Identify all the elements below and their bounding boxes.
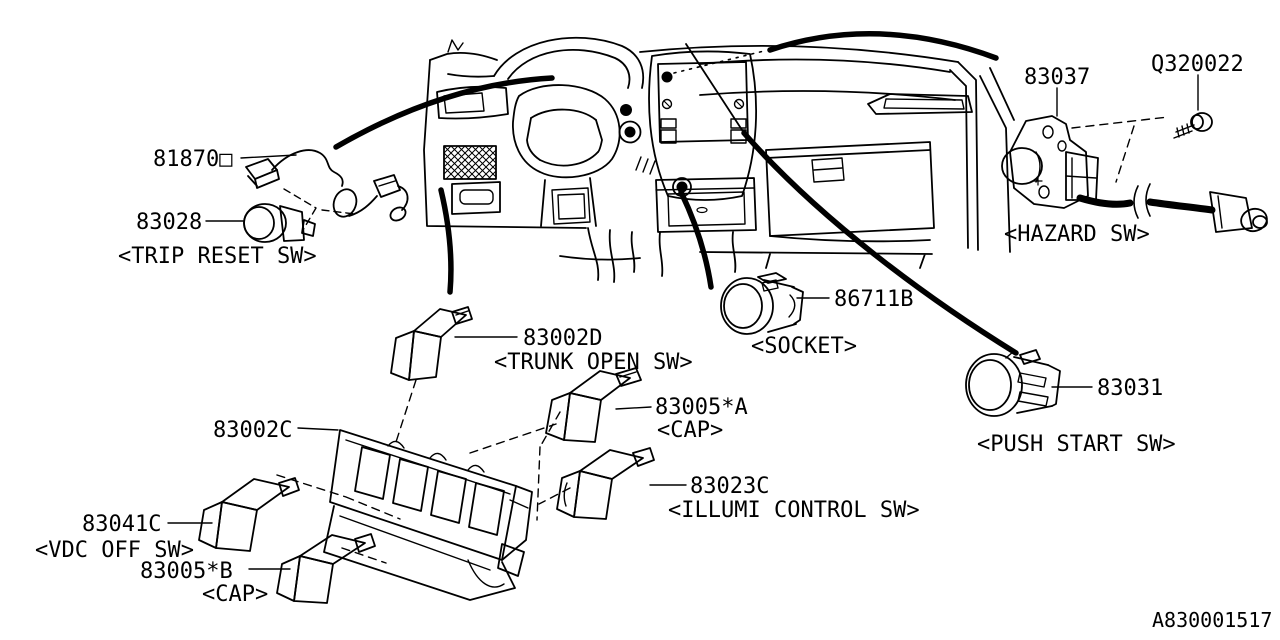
hazard-switch-drawing [1001, 74, 1268, 233]
vdc-off-switch-drawing [167, 477, 300, 552]
cap-a-drawing [545, 367, 652, 443]
trip-reset-switch-drawing [205, 203, 316, 243]
label-hazard-screw-code: Q320022 [1151, 52, 1244, 77]
label-trunk-open-name: <TRUNK OPEN SW> [494, 350, 693, 375]
screw-drawing [1173, 112, 1213, 139]
label-push-start-code: 83031 [1097, 376, 1163, 401]
label-trip-reset-code: 83028 [136, 210, 202, 235]
label-cap-a-code: 83005*A [655, 395, 748, 420]
switch-panel-drawing [297, 427, 533, 601]
push-start-switch-drawing [965, 349, 1093, 417]
dashboard-drawing [423, 36, 1015, 283]
label-socket-name: <SOCKET> [751, 334, 857, 359]
label-illumi-name: <ILLUMI CONTROL SW> [668, 498, 920, 523]
cap-b-drawing [248, 533, 376, 604]
label-hazard-name: <HAZARD SW> [1004, 222, 1150, 247]
label-vdc-off-code: 83041C [82, 512, 161, 537]
socket-drawing [720, 272, 830, 335]
labels: 81870□ 83028 <TRIP RESET SW> 83037 Q3200… [35, 52, 1272, 632]
label-hazard-code: 83037 [1024, 65, 1090, 90]
label-harness-code: 81870□ [153, 147, 233, 172]
label-cap-b-name: <CAP> [202, 582, 268, 607]
label-panel-code: 83002C [213, 418, 292, 443]
illumi-control-switch-drawing [556, 447, 687, 520]
label-vdc-off-name: <VDC OFF SW> [35, 538, 194, 563]
projection-dashed-lines [276, 379, 571, 564]
label-cap-b-code: 83005*B [140, 559, 233, 584]
label-trip-reset-name: <TRIP RESET SW> [118, 244, 317, 269]
trunk-open-switch-drawing [390, 306, 518, 381]
label-socket-code: 86711B [834, 287, 913, 312]
label-illumi-code: 83023C [690, 474, 769, 499]
label-trunk-open-code: 83002D [523, 326, 602, 351]
label-cap-a-name: <CAP> [657, 418, 723, 443]
harness-drawing [240, 149, 409, 231]
doc-number: A830001517 [1152, 608, 1272, 632]
label-push-start-name: <PUSH START SW> [977, 432, 1176, 457]
leader-curves [333, 31, 1019, 356]
